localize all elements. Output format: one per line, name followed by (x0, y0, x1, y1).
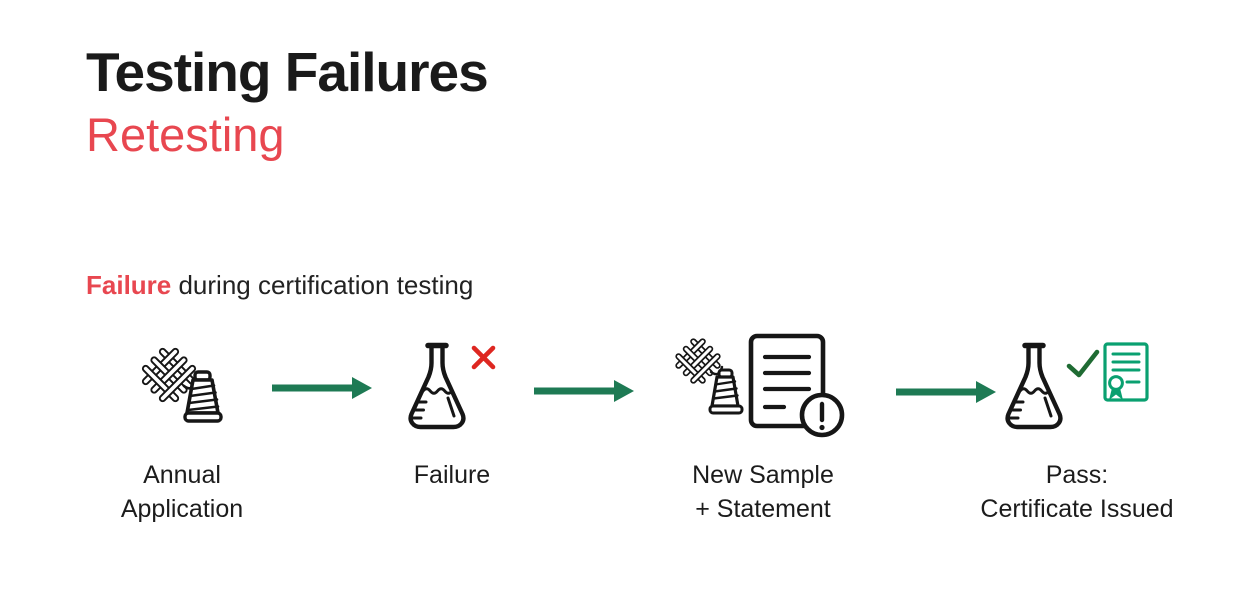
flask-pass-check-certificate-icon (1003, 330, 1151, 442)
flow-step-new-sample-statement: New Sample + Statement (643, 330, 883, 526)
intro-rest: during certification testing (171, 270, 474, 300)
fabric-yarn-statement-document-icon (671, 330, 855, 442)
step-label: Annual Application (120, 461, 244, 523)
flow-arrow-icon (272, 377, 372, 399)
check-icon (1066, 349, 1100, 378)
flask-fail-x-icon (406, 330, 498, 442)
flow-arrow-icon (534, 380, 634, 402)
fabric-swatch-yarn-cone-icon (136, 330, 228, 442)
page-title: Testing Failures (86, 41, 489, 103)
intro-line: Failure during certification testing (86, 268, 473, 302)
slide-header: Testing Failures Retesting (86, 41, 489, 161)
step-label: New Sample + Statement (692, 461, 834, 523)
flow-step-failure: Failure (332, 330, 572, 492)
fail-x-mark (471, 345, 496, 370)
flow-step-pass-certificate: Pass: Certificate Issued (957, 330, 1197, 526)
flow-arrow-icon (896, 381, 996, 403)
intro-highlight: Failure (86, 270, 172, 300)
page-subtitle: Retesting (86, 107, 285, 161)
step-label: Failure (413, 461, 491, 489)
flow-step-annual-application: Annual Application (62, 330, 302, 526)
certificate-icon (1103, 342, 1149, 402)
step-label: Pass: Certificate Issued (980, 461, 1174, 523)
